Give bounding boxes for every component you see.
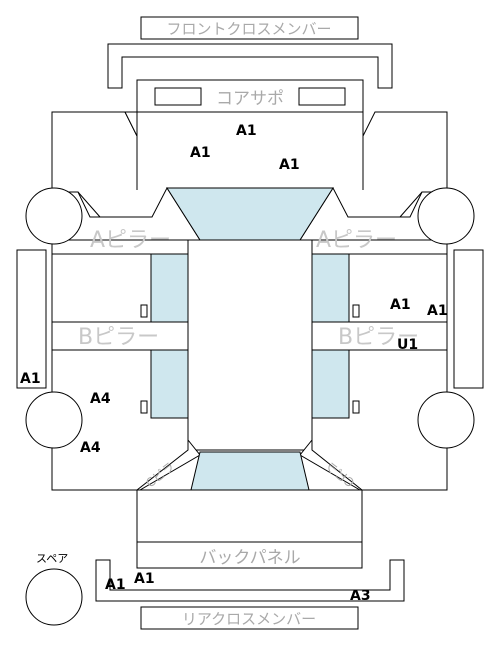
right-rocker-panel[interactable] — [453, 249, 484, 389]
damage-code: A3 — [350, 588, 371, 604]
c-pillar-left[interactable] — [135, 438, 201, 491]
front-cross-member-box[interactable] — [140, 16, 359, 40]
c-pillar-right[interactable] — [299, 438, 364, 491]
core-support-right-slot — [298, 87, 346, 106]
left-front-handle-icon — [140, 304, 148, 318]
back-panel-box[interactable] — [136, 541, 363, 569]
rear-right-wheel[interactable] — [417, 391, 475, 449]
damage-code: U1 — [397, 337, 418, 353]
front-right-wheel[interactable] — [417, 187, 475, 245]
damage-code: A1 — [236, 123, 257, 139]
rear-left-wheel[interactable] — [25, 391, 83, 449]
back-panel-label: バックパネル — [199, 548, 300, 568]
a-pillar-right[interactable] — [299, 186, 448, 241]
a-pillar-right-label: Aピラー — [316, 228, 397, 253]
right-rear-window[interactable] — [311, 349, 350, 419]
damage-code: A4 — [80, 440, 101, 456]
damage-code: A1 — [134, 571, 155, 587]
right-front-window[interactable] — [311, 253, 350, 323]
damage-code: A1 — [105, 577, 126, 593]
rear-cross-member-label: リアクロスメンバー — [182, 610, 316, 628]
spare-label: スペア — [36, 552, 68, 565]
rear-cross-member-box[interactable] — [140, 606, 359, 630]
a-pillar-left-label: Aピラー — [90, 228, 171, 253]
left-front-window[interactable] — [150, 253, 189, 323]
damage-code: A1 — [390, 297, 411, 313]
core-support-left-slot — [154, 87, 202, 106]
front-cross-member-label: フロントクロスメンバー — [166, 20, 331, 38]
damage-code: A4 — [90, 391, 111, 407]
b-pillar-left-label: Bピラー — [78, 325, 159, 350]
right-front-handle-icon — [352, 304, 360, 318]
front-left-wheel[interactable] — [25, 187, 83, 245]
left-rear-handle-icon — [140, 400, 148, 414]
left-rear-window[interactable] — [150, 349, 189, 419]
damage-code: A1 — [427, 303, 448, 319]
cabin-floor[interactable] — [187, 239, 313, 451]
damage-code: A1 — [190, 145, 211, 161]
a-pillar-left[interactable] — [51, 186, 201, 241]
front-bumper-bracket[interactable] — [107, 43, 393, 89]
spare-tire[interactable] — [25, 568, 83, 626]
b-pillar-right-label: Bピラー — [338, 325, 419, 350]
left-rocker-panel[interactable] — [16, 249, 47, 389]
damage-code: A1 — [279, 157, 300, 173]
rear-window-glass[interactable] — [190, 451, 310, 491]
b-pillar-right[interactable] — [311, 321, 448, 351]
right-rear-handle-icon — [352, 400, 360, 414]
trunk-floor[interactable] — [136, 489, 363, 543]
b-pillar-left[interactable] — [51, 321, 189, 351]
rear-bumper-bracket[interactable] — [95, 559, 405, 602]
core-support-label: コアサポ — [216, 89, 284, 109]
damage-code: A1 — [20, 371, 41, 387]
